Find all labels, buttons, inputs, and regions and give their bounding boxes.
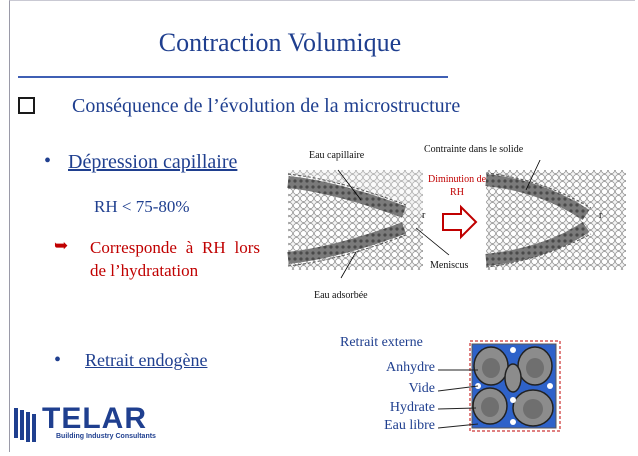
subtitle: Conséquence de l’évolution de la microst…: [72, 95, 461, 117]
label-eau-adsorbee: Eau adsorbée: [314, 290, 368, 301]
label-eau-capillaire: Eau capillaire: [309, 150, 365, 161]
title-underline: [18, 76, 448, 78]
retrait-endogene-figure: [438, 340, 561, 432]
telar-logo-icon: [12, 404, 42, 444]
bullet-retrait-endogene: Retrait endogène: [85, 350, 208, 370]
label-meniscus: Meniscus: [430, 260, 469, 271]
label-anhydre: Anhydre: [386, 360, 435, 375]
label-vide: Vide: [408, 381, 435, 396]
corresponde-text: Corresponde à RH lors de l’hydratation: [90, 238, 260, 280]
bullet-dot-icon: •: [44, 150, 52, 172]
bullet-depression-capillaire: Dépression capillaire: [68, 151, 238, 173]
logo-tagline: Building Industry Consultants: [56, 433, 156, 440]
label-hydrate: Hydrate: [389, 400, 435, 415]
label-r-right: r: [599, 210, 603, 221]
logo-name: TELAR: [42, 402, 147, 435]
panel-before: [287, 170, 423, 270]
label-retrait-externe: Retrait externe: [340, 335, 423, 350]
slide-title: Contraction Volumique: [158, 28, 402, 57]
bullet-dot-icon: •: [54, 349, 62, 371]
panel-after: [485, 170, 626, 270]
label-diminution-rh: Diminution de RH: [427, 174, 487, 198]
label-r-left: r: [422, 210, 426, 221]
capillary-depression-figure: [287, 160, 626, 279]
external-shrinkage-outline: [469, 340, 561, 432]
decrease-arrow-icon: [442, 204, 478, 240]
label-contrainte: Contrainte dans le solide: [424, 144, 524, 155]
rh-condition: RH < 75-80%: [94, 197, 190, 216]
slide-frame: [9, 0, 635, 452]
label-eau-libre: Eau libre: [384, 418, 435, 433]
arrow-bullet-icon: ➥: [54, 236, 69, 255]
checkbox-bullet-icon: [18, 97, 35, 114]
